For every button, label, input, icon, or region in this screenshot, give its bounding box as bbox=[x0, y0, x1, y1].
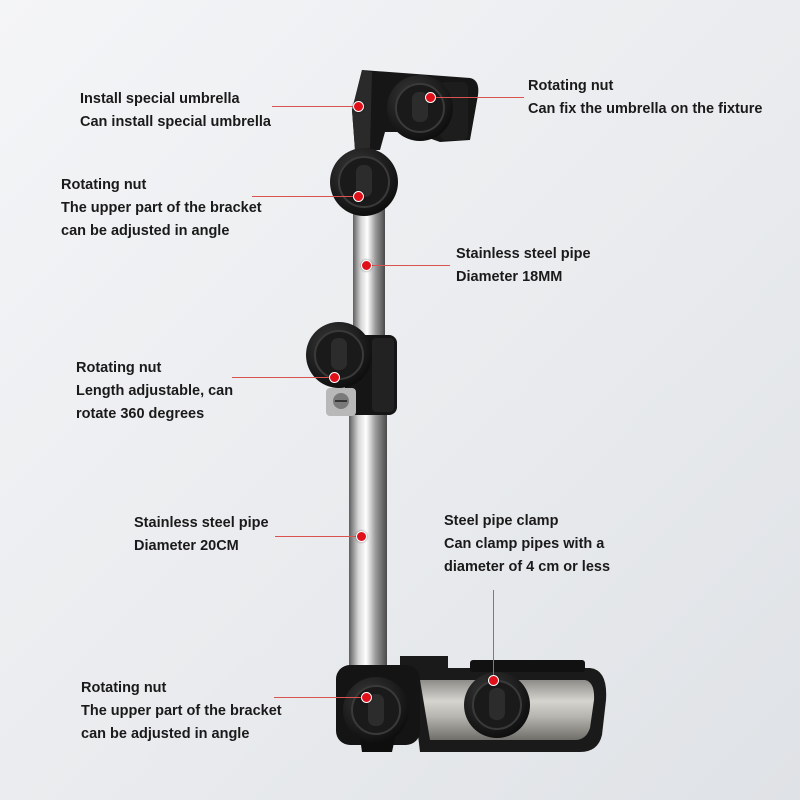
marker-clamp bbox=[488, 675, 499, 686]
leader-line-upper-nut bbox=[252, 196, 358, 197]
callout-title: Steel pipe clamp bbox=[444, 513, 559, 529]
knob-upper bbox=[330, 148, 398, 216]
marker-upper-nut bbox=[353, 191, 364, 202]
marker-middle-nut bbox=[329, 372, 340, 383]
marker-top-nut bbox=[425, 92, 436, 103]
callout-title: Stainless steel pipe bbox=[134, 515, 269, 531]
upper-steel-pipe bbox=[353, 205, 385, 345]
marker-umbrella bbox=[353, 101, 364, 112]
middle-joint bbox=[326, 335, 397, 416]
marker-pipe-20 bbox=[356, 531, 367, 542]
leader-line-pipe-18 bbox=[366, 265, 450, 266]
callout-bottom-nut: Rotating nut The upper part of the brack… bbox=[81, 677, 282, 746]
callout-line: The upper part of the bracket bbox=[81, 703, 282, 719]
callout-title: Rotating nut bbox=[76, 360, 162, 376]
callout-line: Diameter 20CM bbox=[134, 538, 239, 554]
callout-line: The upper part of the bracket bbox=[61, 200, 262, 216]
callout-line: can be adjusted in angle bbox=[81, 726, 250, 742]
callout-umbrella-mount: Install special umbrella Can install spe… bbox=[80, 88, 271, 134]
callout-title: Rotating nut bbox=[528, 78, 614, 94]
callout-line: Can clamp pipes with a bbox=[444, 536, 605, 552]
callout-line: Length adjustable, can bbox=[76, 383, 234, 399]
marker-pipe-18 bbox=[361, 260, 372, 271]
leader-line-clamp bbox=[493, 590, 494, 680]
callout-pipe-clamp: Steel pipe clamp Can clamp pipes with a … bbox=[444, 510, 610, 579]
callout-title: Rotating nut bbox=[81, 680, 167, 696]
callout-title: Rotating nut bbox=[61, 177, 147, 193]
leader-line-middle-nut bbox=[232, 377, 334, 378]
knob-bottom bbox=[343, 677, 409, 743]
callout-middle-nut: Rotating nut Length adjustable, can rota… bbox=[76, 357, 233, 426]
callout-line: rotate 360 degrees bbox=[76, 406, 205, 422]
callout-top-nut: Rotating nut Can fix the umbrella on the… bbox=[528, 75, 762, 121]
leader-line-top-nut bbox=[430, 97, 524, 98]
knob-top bbox=[387, 75, 453, 141]
leader-line-bottom-nut bbox=[274, 697, 366, 698]
knob-middle bbox=[306, 322, 372, 388]
callout-upper-nut: Rotating nut The upper part of the brack… bbox=[61, 174, 262, 243]
callout-title: Stainless steel pipe bbox=[456, 246, 591, 262]
callout-title: Install special umbrella bbox=[80, 91, 240, 107]
callout-line: can be adjusted in angle bbox=[61, 223, 230, 239]
callout-line: Diameter 18MM bbox=[456, 269, 563, 285]
leader-line-umbrella bbox=[272, 106, 358, 107]
lower-steel-pipe bbox=[349, 395, 387, 675]
callout-pipe-18mm: Stainless steel pipe Diameter 18MM bbox=[456, 243, 591, 289]
leader-line-pipe-20 bbox=[275, 536, 361, 537]
marker-bottom-nut bbox=[361, 692, 372, 703]
callout-pipe-20cm: Stainless steel pipe Diameter 20CM bbox=[134, 512, 269, 558]
callout-line: Can fix the umbrella on the fixture bbox=[528, 101, 763, 117]
knob-clamp bbox=[464, 672, 530, 738]
callout-line: Can install special umbrella bbox=[80, 114, 271, 130]
callout-line: diameter of 4 cm or less bbox=[444, 559, 611, 575]
